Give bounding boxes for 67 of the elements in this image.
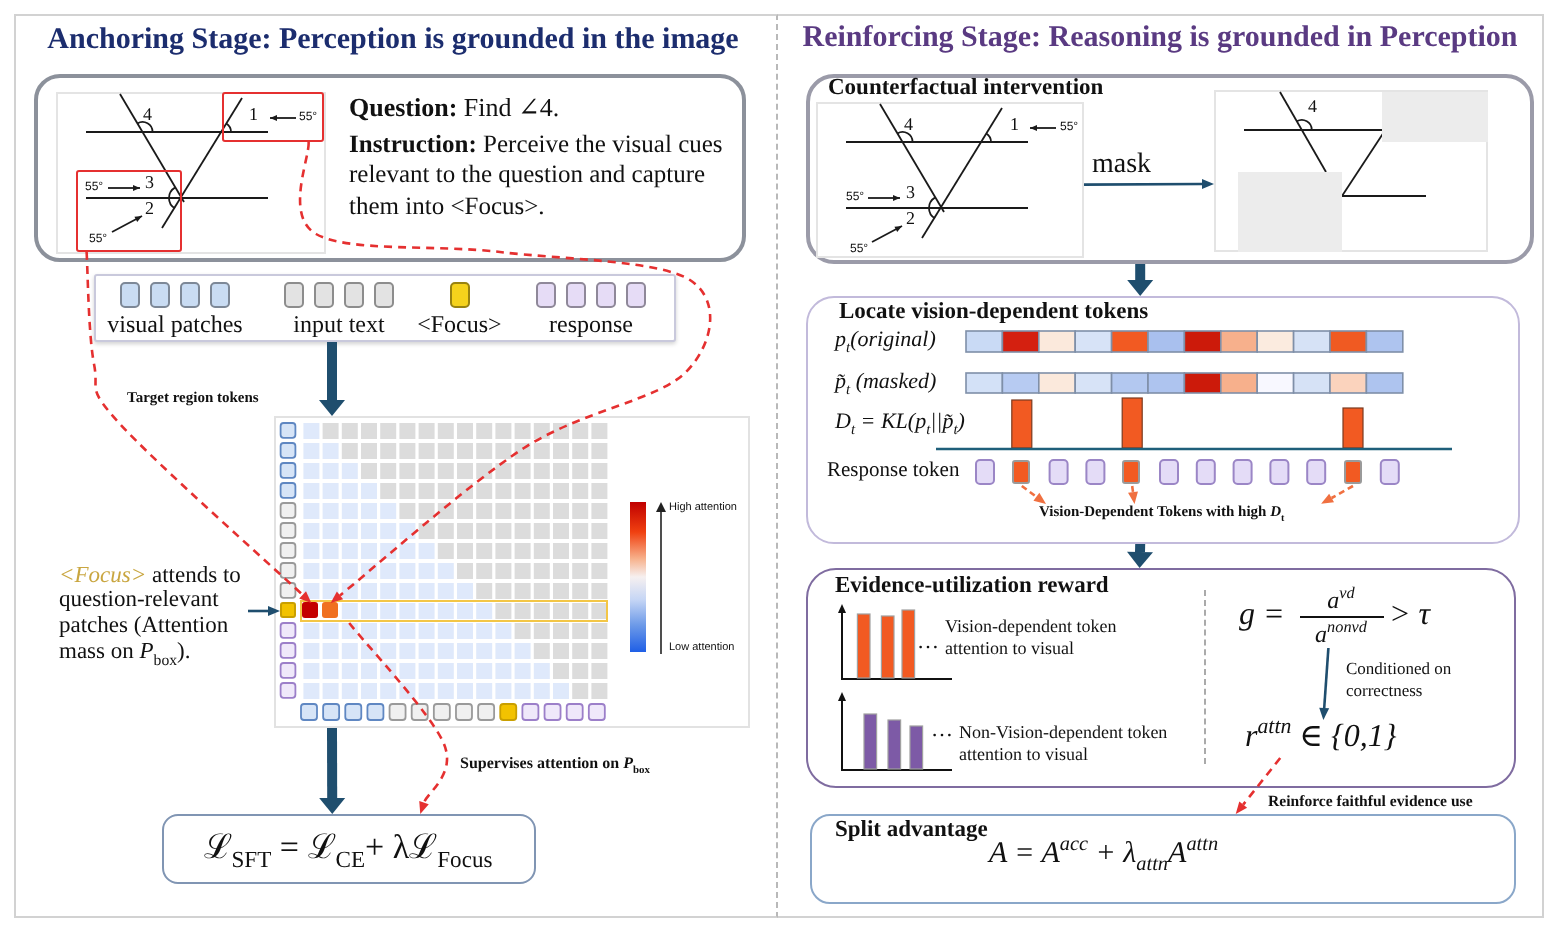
ellipsis-text: …: [917, 630, 939, 654]
angle-number: 4: [143, 105, 152, 123]
block-arrow: [1127, 543, 1153, 568]
focus-row-outline: [299, 599, 607, 622]
edge-label: Supervises attention on P$_{box}$: [460, 753, 650, 771]
angle-number: 2: [145, 199, 154, 217]
card-title: Split advantage: [835, 818, 988, 842]
chart-caption: Non-Vision-dependent token attention to visual: [959, 722, 1170, 767]
reward-formula: r$^{attn}$ ∈ {0,1}: [1245, 718, 1425, 756]
focus-token: [279, 602, 295, 618]
token-legend-panel: [93, 273, 675, 341]
legend-label: response: [549, 309, 633, 339]
response-token: [1343, 460, 1361, 484]
row-label: p̃$_{t}$ (masked): [835, 370, 937, 394]
dashed-arrow: [348, 622, 449, 814]
row-label: D$_{t}$ = KL(p$_{t}$||p̃$_{t}$): [835, 410, 965, 434]
panel-title: Anchoring Stage: Perception is grounded in the image: [47, 23, 739, 57]
card-title: Evidence-utilization reward: [835, 574, 1109, 598]
ellipsis-text: …: [931, 718, 953, 742]
stage-panel: [14, 14, 778, 918]
intervention-card: [806, 73, 1534, 263]
angle-number: 3: [906, 183, 915, 201]
legend-label: <Focus>: [417, 309, 502, 339]
reward-card: [806, 567, 1516, 787]
question-text: Question: Find ∠4.: [349, 91, 560, 123]
row-label: Response token: [827, 460, 960, 484]
attention-cell: [321, 601, 338, 618]
response-token: [1011, 460, 1030, 484]
dashed-arrow: [85, 251, 312, 603]
annotation-text: <Focus> attends to question-relevant patches (Attention mass on P$_{box}$).: [59, 563, 247, 663]
arrow: [248, 606, 280, 616]
dashed-arrow: [1235, 757, 1282, 814]
chart-caption: Vision-dependent token attention to visual: [945, 616, 1119, 661]
panel-title: Reinforcing Stage: Reasoning is grounded in Perception: [802, 21, 1518, 55]
block-arrow: [319, 728, 346, 814]
angle-number: 4: [1308, 97, 1317, 115]
token-analysis-card: [806, 295, 1520, 543]
angle-number: 1: [249, 105, 258, 123]
legend-label: input text: [293, 309, 385, 339]
advantage-card: [810, 813, 1516, 903]
angle-number: 1: [1010, 115, 1019, 133]
loss-formula-box: ℒ$_{SFT}$ = ℒ$_{CE}$+ λℒ$_{Focus}$: [161, 813, 535, 883]
response-token: [1122, 460, 1141, 484]
highlight-box: [75, 169, 181, 251]
dashed-arrow: [298, 141, 712, 603]
arrow: [1084, 179, 1214, 189]
question-card: [33, 73, 745, 261]
block-arrow: [319, 342, 345, 416]
attention-cell: [302, 601, 318, 618]
block-arrow: [1127, 264, 1154, 296]
angle-number: 2: [906, 209, 915, 227]
dashed-arrow: [1128, 485, 1138, 505]
card-title: Counterfactual intervention: [828, 75, 1104, 99]
attention-map-panel: [273, 415, 749, 727]
card-title: Locate vision-dependent tokens: [839, 300, 1149, 324]
legend-label: visual patches: [107, 309, 243, 339]
angle-number: 3: [145, 173, 154, 191]
arrow: [1319, 647, 1330, 720]
instruction-text: Instruction: Perceive the visual cues relevant to the question and capture them into <Focus>.: [349, 129, 725, 223]
row-label: p$_{t}$(original): [835, 328, 936, 352]
ratio-formula: g = a$^{vd}$ a$^{nonvd}$ > τ: [1239, 586, 1431, 646]
stage-panel: [778, 14, 1544, 918]
angle-number: 4: [904, 115, 913, 133]
dashed-arrow: [1321, 484, 1354, 504]
highlight-box: [221, 91, 323, 141]
dashed-arrow: [1021, 484, 1047, 504]
formula-text: A = A$^{acc}$ + λ$_{attn}$A$^{attn}$: [989, 838, 1219, 872]
